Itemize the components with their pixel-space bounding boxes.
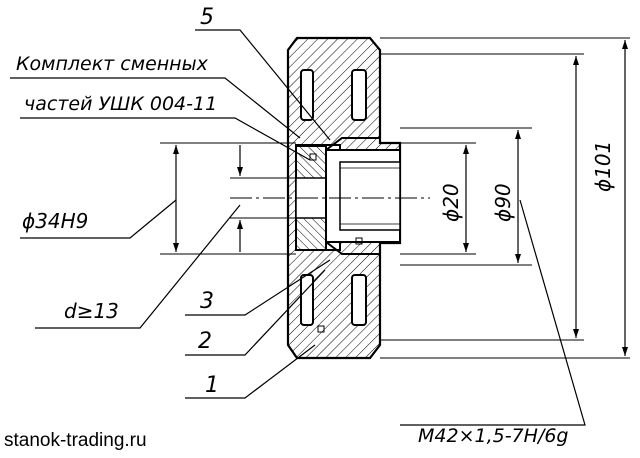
label-dia101: ϕ101 (591, 141, 615, 192)
label-part3: 3 (200, 289, 214, 314)
label-part1: 1 (205, 373, 219, 398)
label-kit-line2: частей УШК 004-11 (24, 93, 217, 115)
rim-cavities (300, 69, 367, 326)
spindle (309, 137, 401, 333)
label-d13: d≥13 (64, 299, 119, 323)
label-kit-line1: Комплект сменных (16, 53, 209, 75)
label-part5: 5 (200, 5, 214, 30)
label-dia20: ϕ20 (439, 183, 463, 222)
watermark-text: stanok-trading.ru (4, 430, 147, 451)
label-thread: M42×1,5-7H/6g (418, 425, 569, 447)
extension-lines-left (160, 142, 296, 255)
extension-lines (380, 37, 630, 359)
leader-lines (10, 29, 586, 426)
label-dia34: ϕ34H9 (22, 209, 88, 233)
dimension-lines (173, 40, 628, 356)
label-part2: 2 (198, 329, 212, 354)
label-dia90: ϕ90 (491, 183, 515, 222)
